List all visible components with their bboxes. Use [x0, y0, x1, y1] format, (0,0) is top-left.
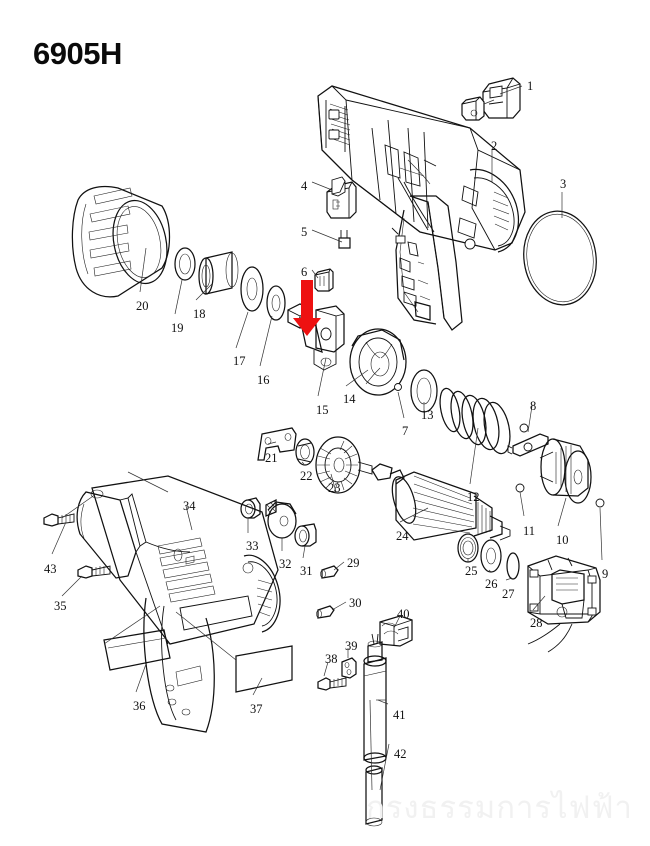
part-16-washer	[266, 285, 286, 321]
part-number-33: 33	[246, 539, 259, 553]
part-number-28: 28	[530, 616, 543, 630]
part-20-front-cap	[71, 185, 171, 298]
part-21-plate	[257, 427, 297, 461]
part-29-pin	[320, 565, 339, 579]
part-11-marker	[515, 483, 525, 493]
watermark-text: กรงธรรมการไฟฟ้า	[366, 790, 633, 826]
part-number-30: 30	[349, 596, 362, 610]
part-number-31: 31	[300, 564, 313, 578]
part-31-bushing	[294, 523, 317, 547]
part-number-14: 14	[343, 392, 356, 406]
part-number-5: 5	[301, 225, 308, 239]
part-41-brush-tube	[363, 633, 387, 764]
red-down-arrow	[293, 280, 321, 336]
part-number-36: 36	[133, 699, 146, 713]
part-28-field	[527, 555, 601, 653]
part-number-3: 3	[560, 177, 567, 191]
part-38-screw	[317, 677, 347, 691]
part-number-20: 20	[136, 299, 149, 313]
part-number-8: 8	[530, 399, 537, 413]
part-37-label	[235, 645, 293, 693]
part-42-brush	[365, 765, 383, 827]
part-number-18: 18	[193, 307, 206, 321]
part-32-pinion	[265, 498, 297, 539]
part-14-impact-cam	[349, 328, 407, 396]
part-number-16: 16	[257, 373, 270, 387]
part-number-27: 27	[502, 587, 515, 601]
part-number-15: 15	[316, 403, 329, 417]
part-23-bevel-gear	[315, 436, 373, 494]
part-number-19: 19	[171, 321, 184, 335]
part-number-2: 2	[491, 139, 498, 153]
part-15-anvil	[287, 303, 345, 371]
part-number-4: 4	[301, 179, 308, 193]
part-number-25: 25	[465, 564, 478, 578]
part-number-12: 12	[467, 490, 480, 504]
part-number-9: 9	[602, 567, 609, 581]
part-number-13: 13	[421, 408, 434, 422]
part-25-bearing	[457, 533, 479, 563]
part-2-motor-housing	[317, 85, 526, 253]
part-number-1: 1	[527, 79, 534, 93]
part-number-38: 38	[325, 652, 338, 666]
part-number-11: 11	[523, 524, 536, 538]
part-number-41: 41	[393, 708, 406, 722]
part-18-sleeve	[198, 251, 239, 295]
part-27-ring	[506, 552, 520, 580]
part-26-washer	[480, 539, 502, 573]
part-9-marker	[595, 498, 605, 508]
part-6-connector	[314, 268, 334, 292]
part-35-screw	[77, 565, 111, 579]
part-number-7: 7	[402, 424, 409, 438]
part-17-washer	[240, 266, 264, 312]
part-number-42: 42	[394, 747, 407, 761]
part-7-washer	[394, 383, 402, 391]
part-1-switch	[461, 77, 521, 121]
part-number-10: 10	[556, 533, 569, 547]
part-number-39: 39	[345, 639, 358, 653]
part-number-29: 29	[347, 556, 360, 570]
part-8-marker	[519, 423, 529, 433]
part-number-37: 37	[250, 702, 263, 716]
part-number-35: 35	[54, 599, 67, 613]
part-3-o-ring	[523, 210, 597, 306]
part-34-housing	[76, 475, 281, 733]
part-10-fan	[539, 438, 592, 504]
part-39-tab	[341, 657, 357, 679]
part-43-screw	[43, 513, 75, 527]
part-number-21: 21	[265, 451, 278, 465]
part-number-24: 24	[396, 529, 409, 543]
page-title: 6905H	[33, 36, 122, 71]
part-number-40: 40	[397, 607, 410, 621]
part-5-terminal-pin	[338, 230, 351, 249]
part-22-bearing	[295, 438, 315, 466]
part-number-26: 26	[485, 577, 498, 591]
part-number-34: 34	[183, 499, 196, 513]
part-36-plate	[103, 629, 171, 671]
part-number-22: 22	[300, 469, 313, 483]
part-number-23: 23	[328, 481, 341, 495]
part-8-shaft-pin	[507, 433, 549, 457]
part-30-pin	[316, 605, 335, 619]
part-4-speed-switch	[326, 176, 357, 219]
part-number-17: 17	[233, 354, 246, 368]
part-19-ring	[174, 247, 196, 281]
part-24-armature	[371, 463, 511, 541]
part-number-43: 43	[44, 562, 57, 576]
part-number-32: 32	[279, 557, 292, 571]
part-12-spring	[439, 387, 511, 455]
part-2-handle	[391, 195, 463, 331]
part-number-6: 6	[301, 265, 308, 279]
